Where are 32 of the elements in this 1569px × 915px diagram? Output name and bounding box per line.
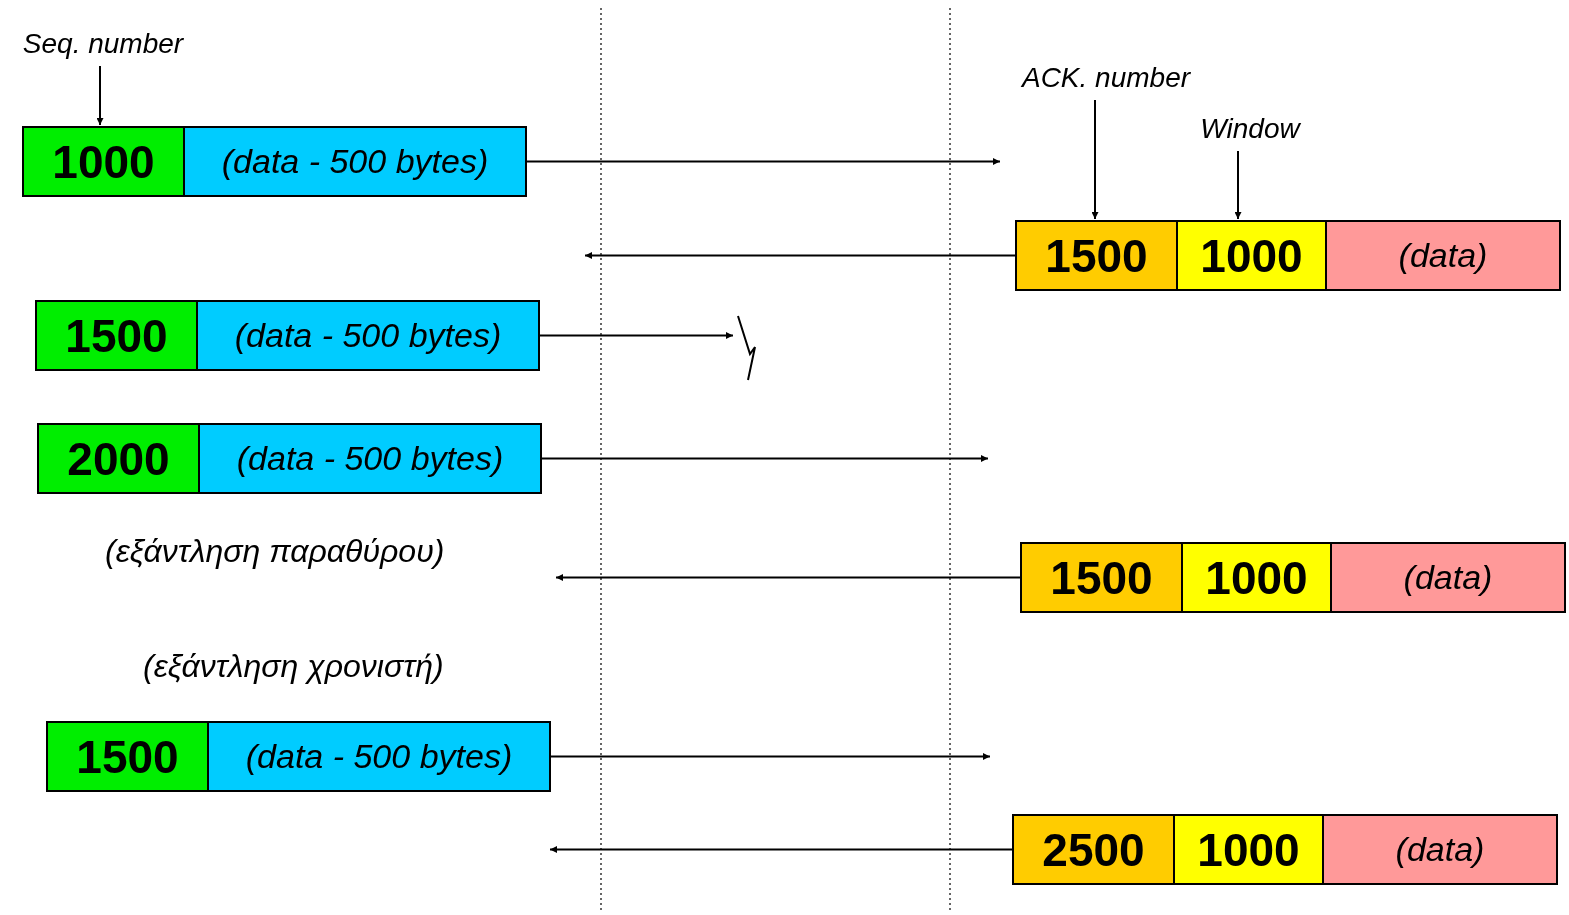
window-field: 1000 [1173,814,1324,885]
data-field: (data - 500 bytes) [183,126,527,197]
arrow [539,332,734,339]
window-field: 1000 [1181,542,1332,613]
leader-arrow [96,65,104,126]
leader-arrow [1234,150,1242,220]
annotation-label: Window [1190,111,1310,147]
data-field: (data - 500 bytes) [207,721,551,792]
arrow [526,158,1001,165]
data-field: (data) [1322,814,1558,885]
arrow [541,455,989,462]
data-field: (data) [1330,542,1566,613]
ack-number-field: 1500 [1020,542,1183,613]
sequence-number-field: 1500 [35,300,198,371]
ack-number-field: 2500 [1012,814,1175,885]
sequence-number-field: 2000 [37,423,200,494]
sequence-number-field: 1000 [22,126,185,197]
data-field: (data - 500 bytes) [196,300,540,371]
data-field: (data) [1325,220,1561,291]
arrow [555,574,1021,581]
arrow [550,753,991,760]
annotation-label: Seq. number [8,26,198,62]
note-text: (εξάντληση χρονιστή) [143,648,444,685]
data-field: (data - 500 bytes) [198,423,542,494]
note-text: (εξάντληση παραθύρου) [105,533,445,570]
leader-arrow [1091,99,1099,220]
arrow [584,252,1016,259]
arrow [549,846,1013,853]
sequence-number-field: 1500 [46,721,209,792]
ack-number-field: 1500 [1015,220,1178,291]
annotation-label: ACK. number [1006,60,1206,96]
window-field: 1000 [1176,220,1327,291]
